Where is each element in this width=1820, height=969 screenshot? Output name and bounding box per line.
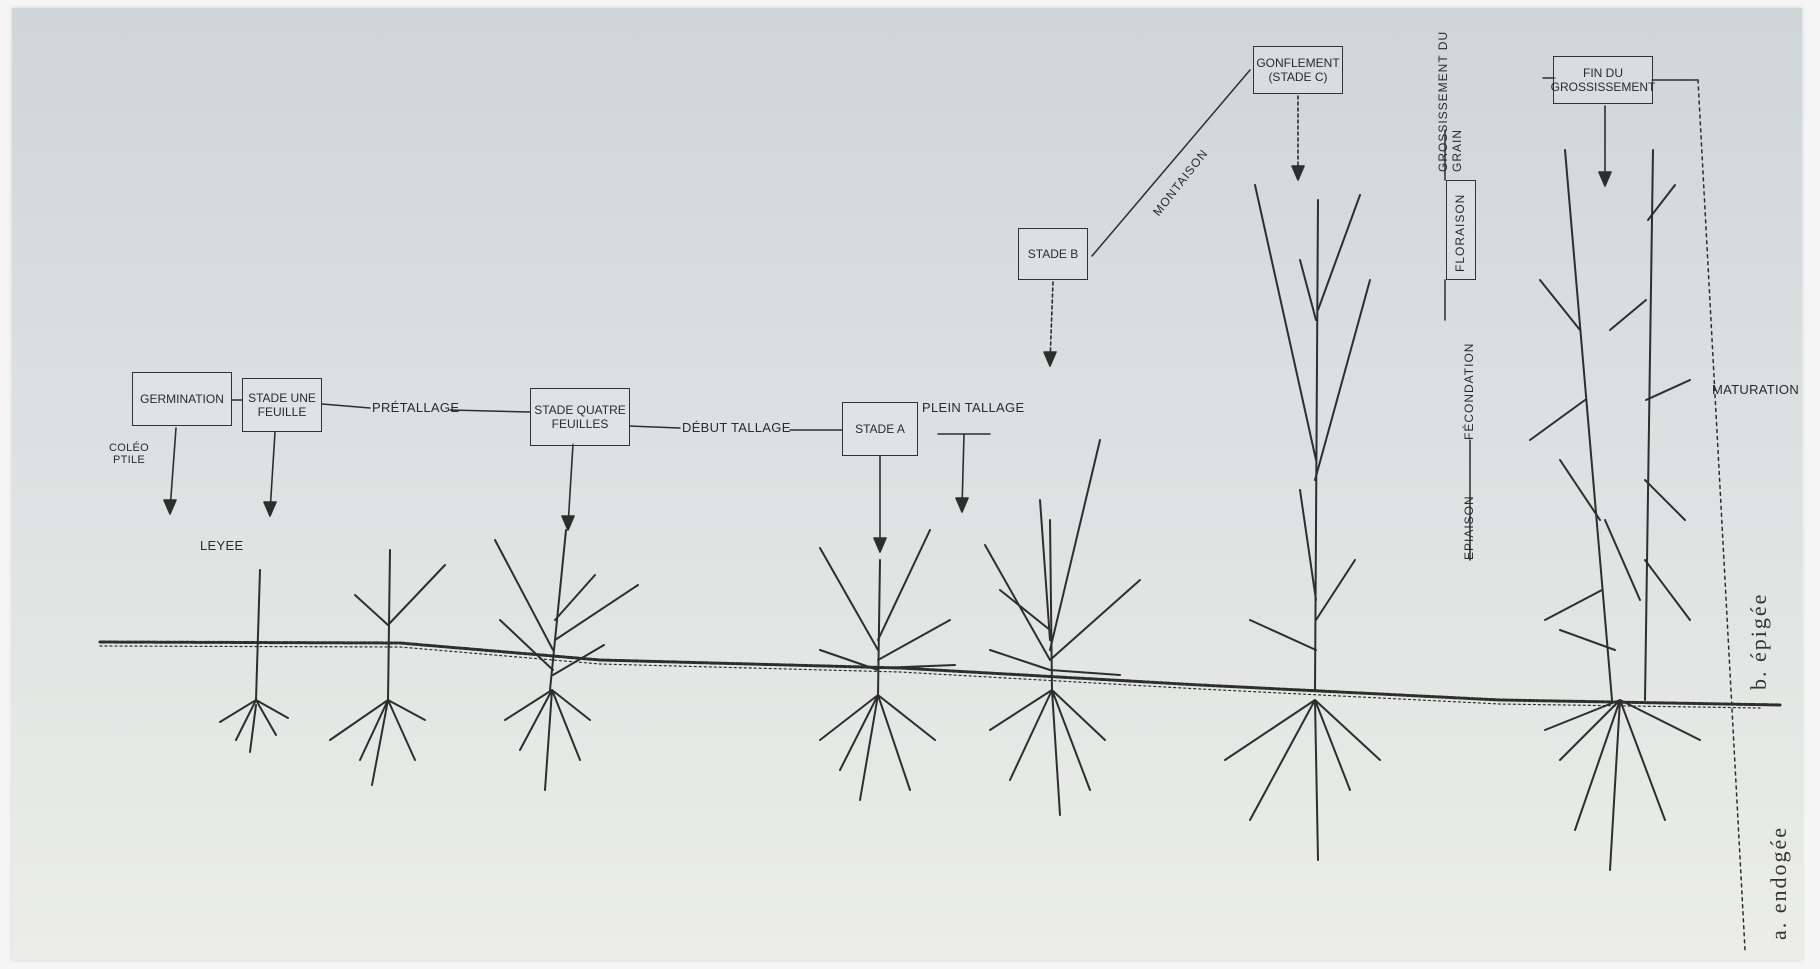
- label-stade-b: STADE B: [1028, 247, 1078, 261]
- box-fin-grossissement: FIN DU GROSSISSEMENT: [1553, 56, 1653, 104]
- plant-maturation: [1530, 150, 1700, 870]
- label-fin-grossissement: FIN DU GROSSISSEMENT: [1551, 66, 1656, 94]
- label-debut-tallage: DÉBUT TALLAGE: [682, 420, 791, 435]
- label-grossissement: GROSSISSEMENT DU GRAIN: [1436, 12, 1464, 172]
- box-germination: GERMINATION: [132, 372, 232, 426]
- label-fecondation: FÉCONDATION: [1462, 343, 1476, 440]
- label-stade-quatre-feuilles: STADE QUATRE FEUILLES: [533, 403, 627, 431]
- box-gonflement: GONFLEMENT (STADE C): [1253, 46, 1343, 94]
- box-stade-b: STADE B: [1018, 228, 1088, 280]
- label-stade-a: STADE A: [855, 422, 905, 436]
- box-stade-quatre-feuilles: STADE QUATRE FEUILLES: [530, 388, 630, 446]
- label-stade-une-feuille: STADE UNE FEUILLE: [245, 391, 319, 419]
- label-epiaison: EPIAISON: [1462, 495, 1476, 560]
- label-maturation: MATURATION: [1712, 382, 1799, 397]
- label-gonflement: GONFLEMENT (STADE C): [1256, 56, 1340, 84]
- label-endogee: a. endogée: [1766, 826, 1792, 940]
- plant-gonflement: [1225, 185, 1380, 860]
- label-epigee: b. épigée: [1746, 593, 1772, 690]
- box-stade-une-feuille: STADE UNE FEUILLE: [242, 378, 322, 432]
- label-floraison: FLORAISON: [1453, 194, 1467, 272]
- label-pretallage: PRÉTALLAGE: [372, 400, 459, 415]
- box-stade-a: STADE A: [842, 402, 918, 456]
- soil-line: [100, 642, 1780, 705]
- label-coleoptile: COLÉO PTILE: [94, 442, 164, 466]
- plant-plein-tallage: [985, 440, 1140, 815]
- label-leyee: LEYEE: [200, 538, 243, 553]
- label-plein-tallage: PLEIN TALLAGE: [922, 400, 1024, 415]
- plant-leyee: [220, 570, 288, 752]
- label-germination: GERMINATION: [140, 392, 224, 406]
- maturation-boundary: [1698, 80, 1745, 950]
- plant-one-leaf: [330, 550, 445, 785]
